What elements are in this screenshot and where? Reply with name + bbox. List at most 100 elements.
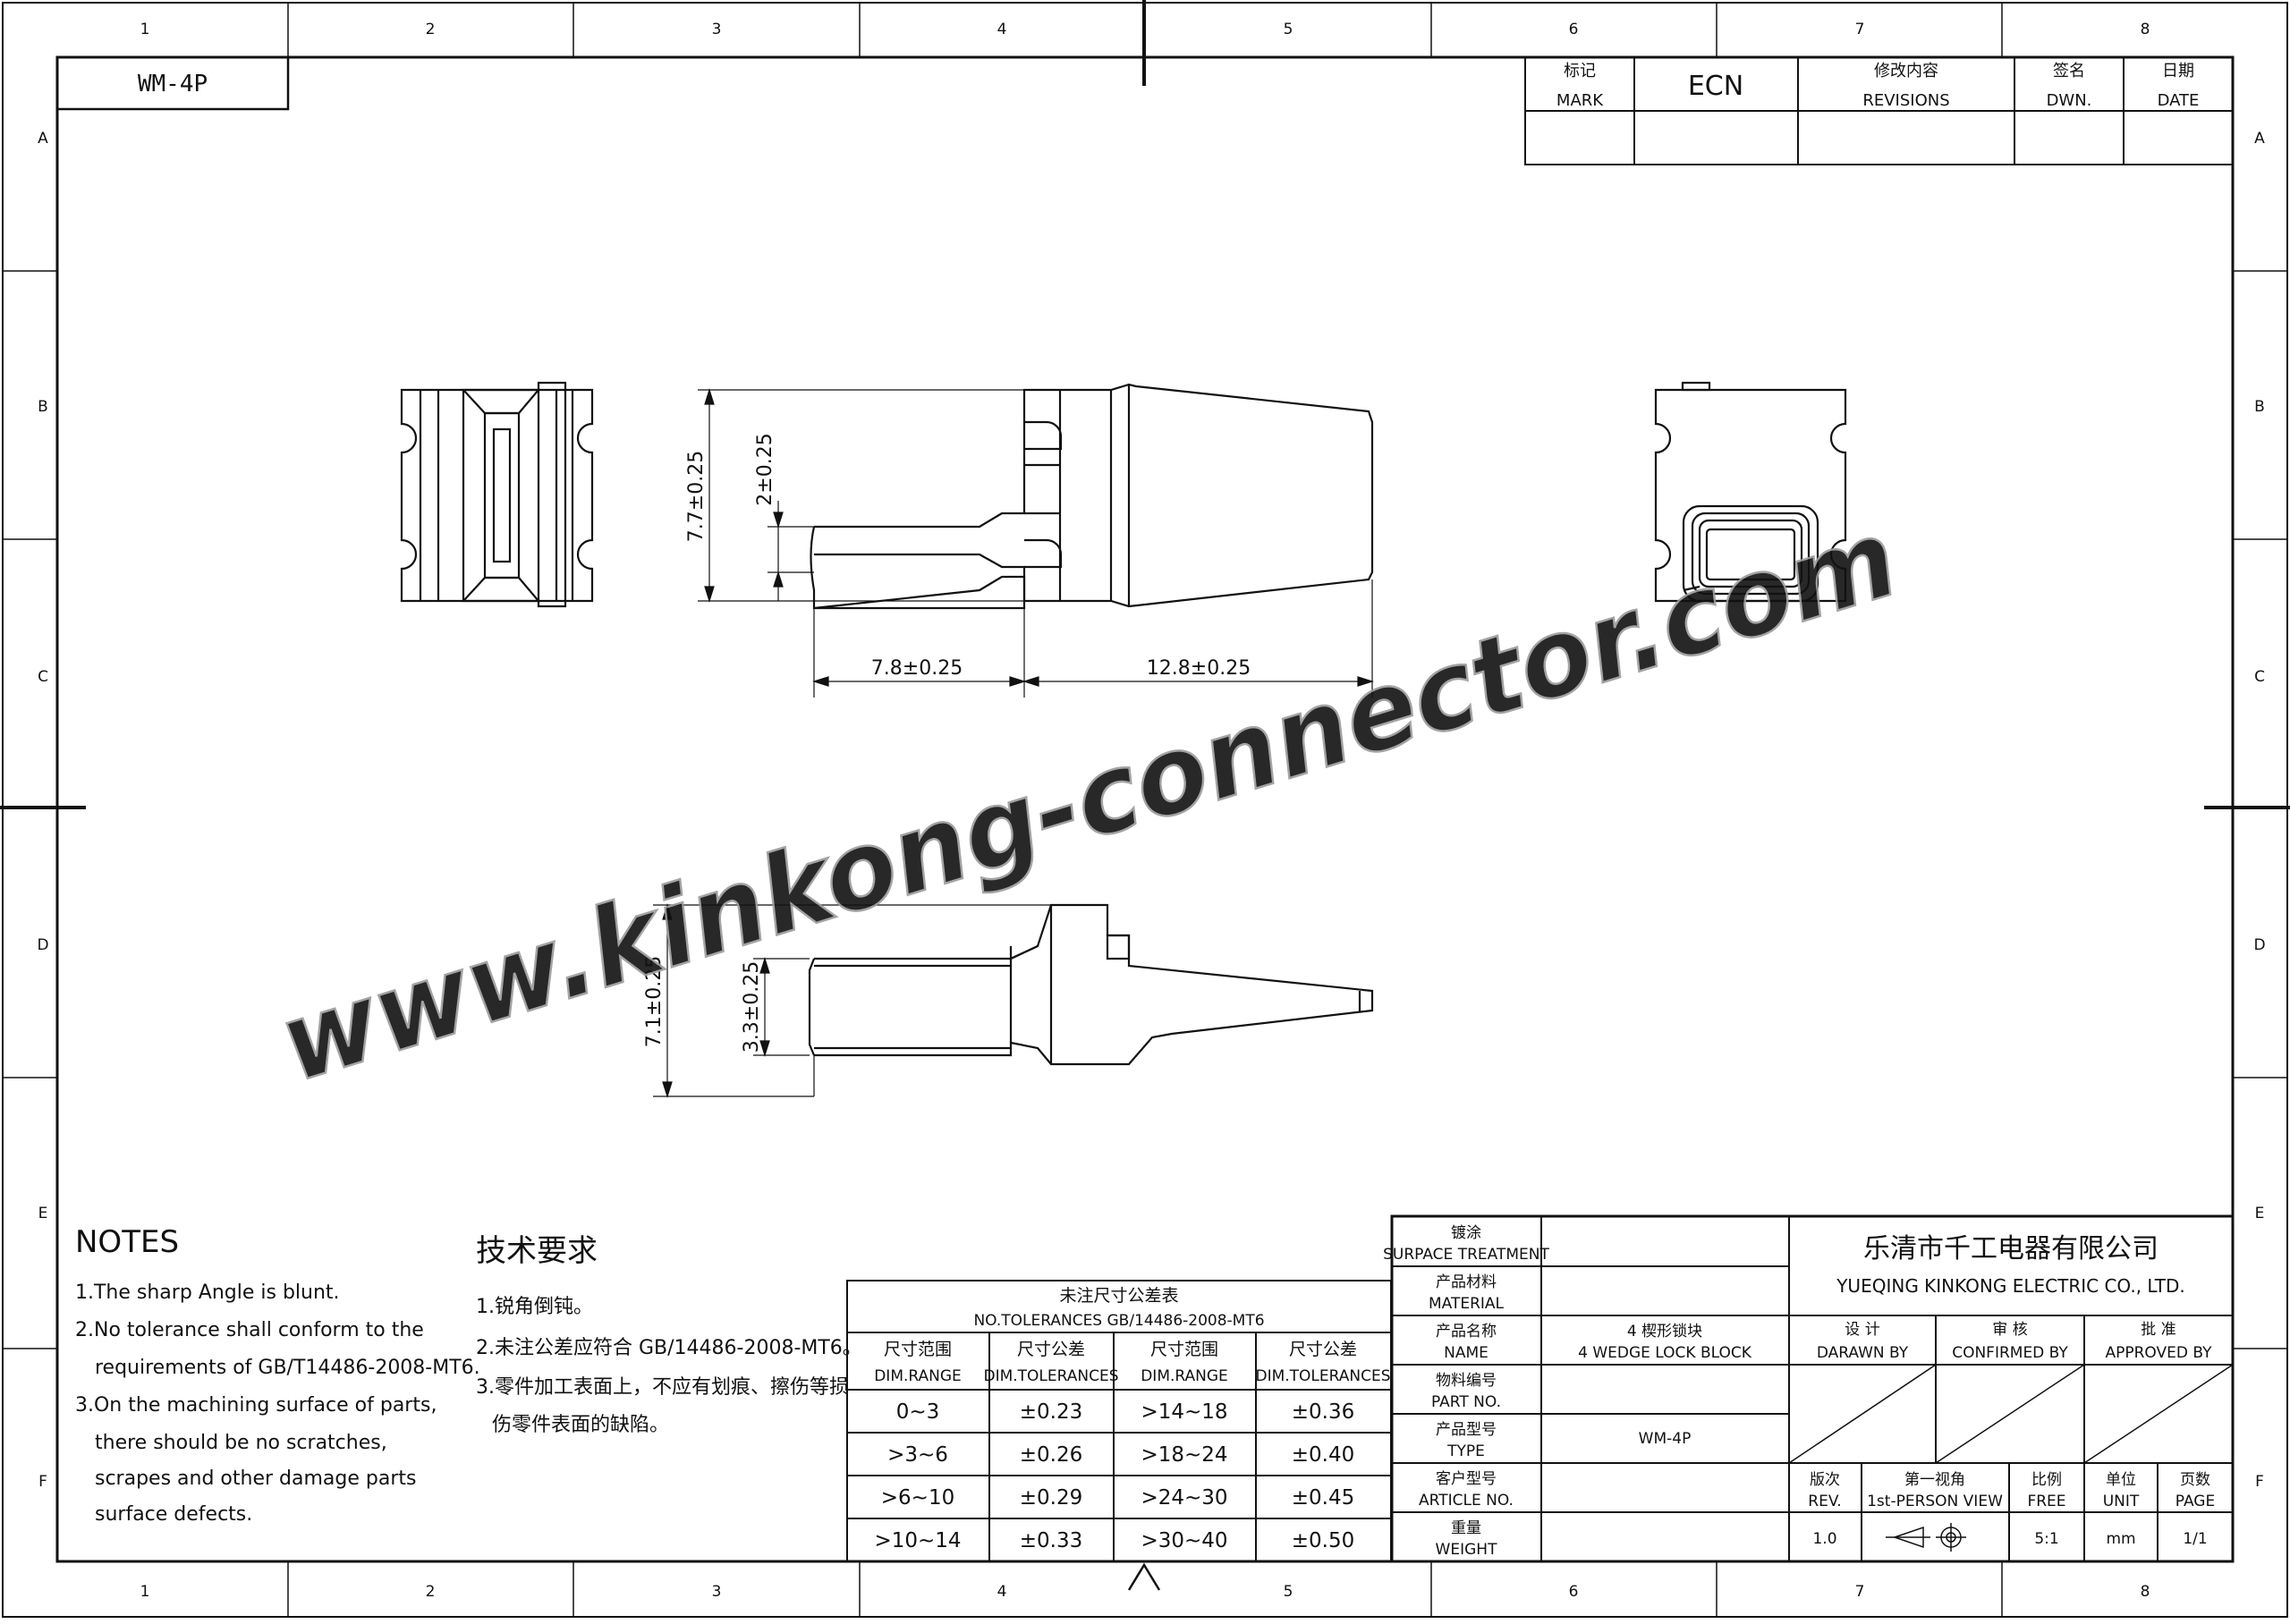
notes-en-line-7: surface defects.	[95, 1503, 252, 1526]
zone-row-e-left: E	[38, 1205, 48, 1222]
watermark: www.kinkong-connector.com	[267, 496, 1911, 1107]
tb-name-en: NAME	[1444, 1344, 1488, 1362]
rev-drawn-cn: 签名	[2053, 62, 2085, 80]
tol-cell: ±0.29	[1020, 1486, 1082, 1510]
tol-h1-cn: 尺寸范围	[884, 1340, 952, 1359]
zone-col-3-bottom: 3	[712, 1583, 722, 1601]
tol-cell: >14~18	[1141, 1400, 1227, 1424]
notes-en-line-2: 2.No tolerance shall conform to the	[75, 1319, 424, 1341]
zone-col-6-top: 6	[1569, 21, 1579, 38]
zone-row-b-left: B	[38, 398, 48, 416]
tb-type-en: TYPE	[1446, 1442, 1485, 1460]
rev-ecn: ECN	[1688, 71, 1743, 102]
zone-labels: 1 2 3 4 5 6 7 8 1 2 3 4 5 6 7 8 A B C D …	[37, 21, 2265, 1601]
tol-cell: ±0.33	[1020, 1529, 1082, 1552]
part-tag-box: WM-4P	[55, 55, 290, 111]
tol-h2-cn: 尺寸公差	[1017, 1340, 1085, 1359]
info-unit-en: UNIT	[2103, 1493, 2140, 1510]
tb-material-en: MATERIAL	[1429, 1295, 1505, 1313]
dim-tail-height: 2±0.25	[754, 433, 776, 505]
tol-h2-en: DIM.TOLERANCES	[983, 1367, 1118, 1385]
tol-h1-en: DIM.RANGE	[874, 1367, 962, 1385]
tb-article-en: ARTICLE NO.	[1419, 1492, 1514, 1510]
zone-row-a-right: A	[2254, 130, 2265, 148]
notes-en-line-6: scrapes and other damage parts	[95, 1468, 416, 1490]
zone-row-c-left: C	[38, 668, 48, 686]
zone-row-a-left: A	[38, 130, 48, 148]
side-view	[810, 383, 1374, 610]
tol-title-cn: 未注尺寸公差表	[1059, 1286, 1178, 1306]
dim-body-length: 12.8±0.25	[1147, 657, 1251, 680]
company-name-en: YUEQING KINKONG ELECTRIC CO., LTD.	[1836, 1275, 2185, 1297]
info-rev-cn: 版次	[1810, 1471, 1840, 1489]
info-view-en: 1st-PERSON VIEW	[1867, 1493, 2003, 1510]
tb-name-value-cn: 4 楔形锁块	[1627, 1323, 1702, 1341]
sig-approved-en: APPROVED BY	[2105, 1344, 2212, 1362]
info-scale-en: FREE	[2027, 1493, 2065, 1510]
tolerance-table: 未注尺寸公差表 NO.TOLERANCES GB/14486-2008-MT6 …	[846, 1280, 1392, 1562]
notes-cn-title: 技术要求	[476, 1233, 598, 1269]
rev-revisions-cn: 修改内容	[1874, 62, 1938, 80]
tb-partno-cn: 物料编号	[1436, 1372, 1497, 1390]
tol-cell: ±0.40	[1292, 1443, 1354, 1467]
info-unit-value: mm	[2106, 1530, 2135, 1548]
tb-name-cn: 产品名称	[1436, 1323, 1497, 1341]
notes-en-line-4: 3.On the machining surface of parts,	[75, 1394, 437, 1417]
notes-cn-line-3: 3.零件加工表面上，不应有划痕、擦伤等损	[476, 1376, 849, 1399]
zone-row-e-right: E	[2255, 1205, 2265, 1222]
tb-treatment-cn: 镀涂	[1451, 1224, 1481, 1242]
tol-h3-cn: 尺寸范围	[1150, 1340, 1218, 1359]
side-view-dimensions	[698, 387, 1375, 698]
tol-cell: >24~30	[1141, 1486, 1227, 1510]
tb-weight-en: WEIGHT	[1436, 1541, 1498, 1559]
zone-row-d-right: D	[2253, 936, 2265, 954]
tol-h4-en: DIM.TOLERANCES	[1255, 1367, 1390, 1385]
tol-cell: >6~10	[881, 1486, 954, 1510]
bottom-view	[808, 903, 1374, 1066]
info-view-cn: 第一视角	[1904, 1471, 1965, 1489]
zone-row-b-right: B	[2254, 398, 2265, 416]
notes-chinese: 技术要求 1.锐角倒钝。 2.未注公差应符合 GB/14486-2008-MT6…	[476, 1233, 862, 1436]
zone-row-f-right: F	[2255, 1473, 2264, 1491]
rev-revisions-en: REVISIONS	[1862, 91, 1949, 110]
dim-overall-height: 7.7±0.25	[685, 451, 708, 542]
company-name-cn: 乐清市千工电器有限公司	[1863, 1233, 2159, 1265]
tol-title-en: NO.TOLERANCES GB/14486-2008-MT6	[973, 1312, 1264, 1330]
tb-material-cn: 产品材料	[1436, 1273, 1497, 1291]
rev-mark-en: MARK	[1556, 91, 1604, 110]
tb-weight-cn: 重量	[1451, 1519, 1481, 1537]
zone-row-f-left: F	[38, 1473, 47, 1491]
tol-cell: >10~14	[874, 1529, 961, 1552]
tb-treatment-en: SURPACE TREATMENT	[1383, 1246, 1549, 1264]
tol-cell: 0~3	[896, 1400, 940, 1424]
tol-cell: ±0.45	[1292, 1486, 1354, 1510]
tb-name-value: 4 WEDGE LOCK BLOCK	[1578, 1344, 1752, 1362]
info-page-value: 1/1	[2183, 1530, 2207, 1548]
sig-confirmed-cn: 审 核	[1992, 1321, 2027, 1339]
notes-cn-line-1: 1.锐角倒钝。	[476, 1296, 593, 1318]
zone-col-1-top: 1	[140, 21, 150, 38]
tol-cell: >3~6	[887, 1443, 948, 1467]
tb-article-cn: 客户型号	[1436, 1470, 1497, 1488]
zone-col-2-top: 2	[426, 21, 436, 38]
rev-date-en: DATE	[2158, 91, 2200, 110]
zone-col-8-bottom: 8	[2141, 1583, 2150, 1601]
zone-col-7-bottom: 7	[1855, 1583, 1865, 1601]
tol-h4-cn: 尺寸公差	[1289, 1340, 1357, 1359]
info-unit-cn: 单位	[2106, 1471, 2136, 1489]
part-tag: WM-4P	[138, 71, 208, 97]
zone-col-5-bottom: 5	[1284, 1583, 1293, 1601]
tb-type-value: WM-4P	[1639, 1430, 1692, 1448]
notes-cn-line-2: 2.未注公差应符合 GB/14486-2008-MT6。	[476, 1337, 862, 1359]
tol-h3-en: DIM.RANGE	[1141, 1367, 1228, 1385]
info-page-en: PAGE	[2176, 1493, 2215, 1510]
zone-col-7-top: 7	[1855, 21, 1865, 38]
zone-col-3-top: 3	[712, 21, 722, 38]
tol-cell: ±0.50	[1292, 1529, 1354, 1552]
notes-cn-line-4: 伤零件表面的缺陷。	[492, 1414, 669, 1436]
tol-cell: >30~40	[1141, 1529, 1227, 1552]
rev-drawn-en: DWN.	[2047, 91, 2092, 110]
side-view-dimension-labels: 7.7±0.25 2±0.25 7.8±0.25 12.8±0.25	[685, 433, 1251, 680]
